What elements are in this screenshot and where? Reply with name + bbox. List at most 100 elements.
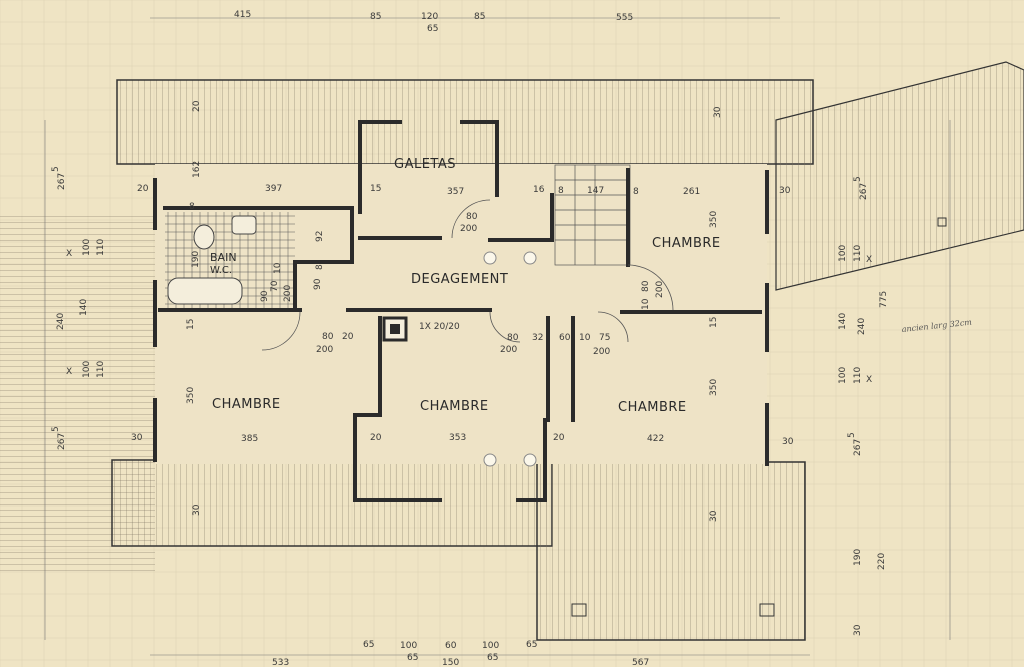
dim-inner: 20	[192, 100, 202, 112]
door-swings	[261, 199, 674, 351]
dim-right-775: 775	[879, 291, 889, 308]
roof-bottom-right	[536, 461, 806, 641]
dim-bottom-65b: 65	[407, 653, 418, 663]
dim-inner: 92	[315, 231, 325, 242]
dim-inner: 200	[593, 347, 610, 357]
dim-inner: 147	[587, 186, 604, 196]
dim-inner: X	[866, 255, 872, 265]
dim-left-240: 240	[56, 313, 66, 330]
dim-left-5a: 5	[51, 166, 61, 172]
dim-inner: 30	[192, 504, 202, 516]
dim-inner: 30	[131, 433, 143, 443]
dim-inner: 20	[553, 433, 565, 443]
dim-inner: 350	[709, 379, 719, 396]
dim-inner: 80	[507, 333, 519, 343]
dim-inner: X	[66, 367, 72, 377]
dim-bottom-150: 150	[442, 658, 459, 667]
dim-left-140: 140	[79, 299, 89, 316]
dim-right-220: 220	[877, 553, 887, 570]
dim-inner: 70	[270, 280, 280, 292]
dim-inner: 90	[260, 290, 270, 302]
dim-right-5b: 5	[847, 432, 857, 438]
dim-inner: 10	[579, 333, 591, 343]
dim-inner: 80	[466, 212, 478, 222]
dim-inner: 15	[370, 184, 381, 194]
roof-vent	[937, 217, 947, 227]
chimney-core	[390, 324, 400, 334]
dim-inner: 30	[713, 106, 723, 118]
dim-inner: 30	[779, 186, 791, 196]
dim-left-100a: 100	[82, 239, 92, 256]
dim-top-415: 415	[234, 10, 251, 20]
dim-inner: 10	[273, 262, 283, 274]
dim-inner: 385	[241, 434, 258, 444]
dim-inner: 162	[192, 161, 202, 178]
washbasin	[231, 215, 257, 235]
inner-dimensions: 20 30 20 162 397 8 15 357 16 8 147 8 261…	[66, 100, 872, 522]
dim-right-30: 30	[853, 624, 863, 636]
walls	[153, 120, 769, 502]
roof-vent	[571, 603, 587, 617]
dim-top-85b: 85	[474, 12, 485, 22]
dim-inner: 90	[313, 278, 323, 290]
dim-inner: 75	[599, 333, 610, 343]
dim-top-120: 120	[421, 12, 438, 22]
dim-inner: 20	[342, 332, 354, 342]
toilet	[193, 224, 215, 250]
dim-inner: 8	[189, 202, 195, 212]
dim-bottom-100b: 100	[482, 641, 499, 651]
dim-left-110b: 110	[96, 361, 106, 378]
dim-left-267a: 267	[57, 173, 67, 190]
dim-inner: X	[866, 375, 872, 385]
dim-bottom-533: 533	[272, 658, 289, 667]
dim-top-85a: 85	[370, 12, 381, 22]
dim-inner: 16	[533, 185, 545, 195]
dim-bottom-100a: 100	[400, 641, 417, 651]
dim-inner: 1X 20/20	[419, 322, 460, 332]
dim-inner: 350	[186, 387, 196, 404]
dim-left-5b: 5	[51, 426, 61, 432]
dim-bottom-567: 567	[632, 658, 649, 667]
room-label-degagement: DEGAGEMENT	[411, 272, 508, 287]
dim-inner: 8	[558, 186, 564, 196]
dim-top-65: 65	[427, 24, 438, 34]
roof-vent	[759, 603, 775, 617]
dim-inner: 20	[370, 433, 382, 443]
dim-inner: 261	[683, 187, 700, 197]
room-label-bain: BAIN	[210, 251, 237, 264]
dim-inner: 190	[191, 251, 201, 268]
dim-top-555: 555	[616, 13, 633, 23]
dim-right-140: 140	[838, 313, 848, 330]
room-label-chambre-e: CHAMBRE	[618, 400, 687, 415]
roof-right	[775, 61, 1024, 291]
dim-inner: 353	[449, 433, 466, 443]
dim-bottom-65c: 65	[487, 653, 498, 663]
dim-inner: 15	[709, 317, 719, 328]
dim-inner: X	[66, 249, 72, 259]
dim-inner: 32	[532, 333, 543, 343]
staircase	[554, 164, 631, 266]
dim-inner: 357	[447, 187, 464, 197]
dim-inner: 80	[641, 280, 651, 292]
dim-right-110b: 110	[853, 367, 863, 384]
room-label-galetas: GALETAS	[394, 157, 456, 172]
room-label-chambre-ne: CHAMBRE	[652, 236, 721, 251]
dim-inner: 10	[641, 298, 651, 310]
dim-inner: 8	[315, 264, 325, 270]
dim-left-100b: 100	[82, 361, 92, 378]
dim-inner: 200	[283, 285, 293, 302]
roof-bottom-left	[111, 459, 553, 547]
room-label-wc: W.C.	[210, 265, 232, 276]
dim-right-5a: 5	[853, 176, 863, 182]
bathtub	[167, 277, 243, 305]
dim-inner: 30	[709, 510, 719, 522]
dim-inner: 397	[265, 184, 282, 194]
dim-right-240: 240	[857, 318, 867, 335]
dim-inner: 350	[709, 211, 719, 228]
dim-right-267b: 267	[853, 439, 863, 456]
dim-right-267a: 267	[859, 183, 869, 200]
dim-inner: 200	[655, 281, 665, 298]
room-label-chambre-c: CHAMBRE	[420, 399, 489, 414]
dim-bottom-60: 60	[445, 641, 457, 651]
